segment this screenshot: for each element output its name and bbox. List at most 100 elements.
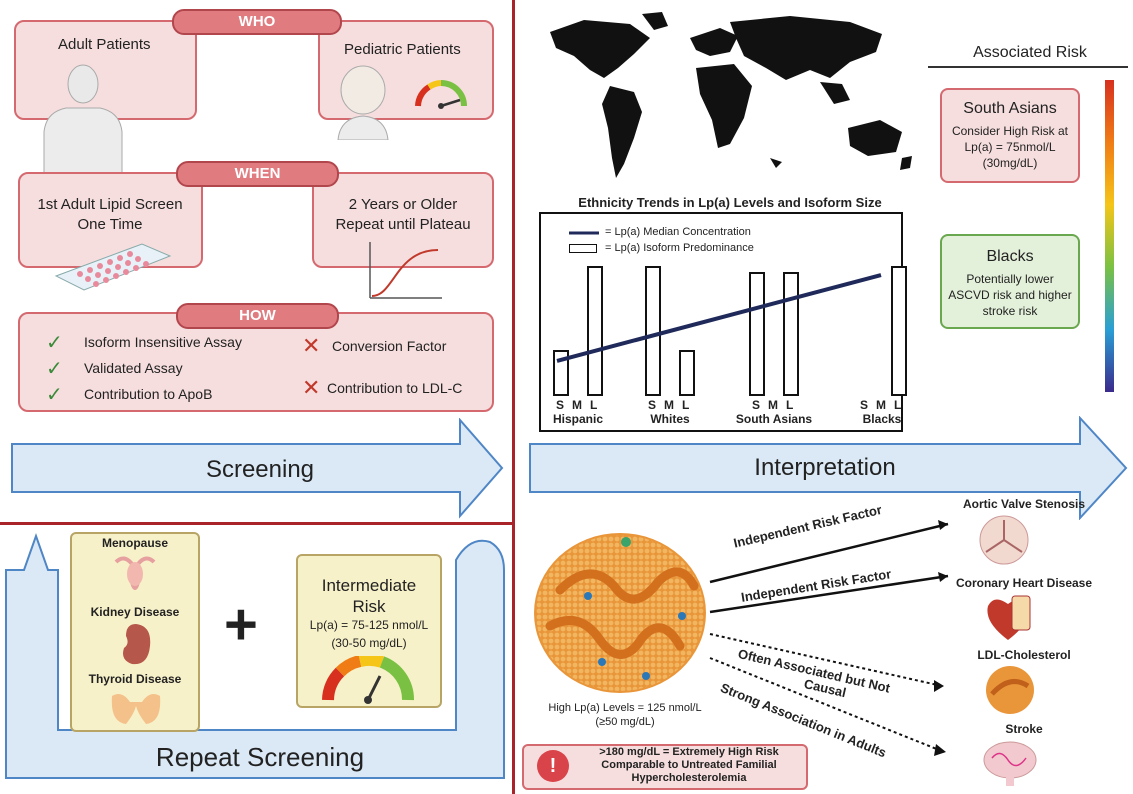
adult-patient-icon xyxy=(43,64,123,174)
repeat-loop-arrow xyxy=(5,532,505,779)
particle-label-1: High Lp(a) Levels = 125 nmol/L xyxy=(548,702,702,714)
legend-bar-label: = Lp(a) Isoform Predominance xyxy=(605,242,754,254)
warning-line2: Comparable to Untreated Familial xyxy=(601,759,777,771)
legend-bar-swatch xyxy=(569,244,597,253)
bar-whites-l xyxy=(679,350,695,396)
who-header: WHO xyxy=(172,9,342,35)
repeat-screening-label: Repeat Screening xyxy=(155,742,365,772)
brain-icon xyxy=(983,741,1037,786)
tick-label-s: S xyxy=(556,398,565,412)
south-asians-title: South Asians xyxy=(963,100,1057,117)
kidney-icon xyxy=(123,624,151,665)
growth-gauge-icon xyxy=(415,80,467,109)
check-icon: ✓ xyxy=(46,332,63,354)
intermediate-risk-box xyxy=(296,554,442,708)
ldl-particle-icon xyxy=(986,666,1034,714)
bar-blacks-l xyxy=(891,266,907,396)
bar-hispanic-l xyxy=(587,266,603,396)
outcome-aortic: Aortic Valve Stenosis xyxy=(962,497,1086,511)
association-lines xyxy=(709,520,949,756)
tick-label-m: M xyxy=(664,398,674,412)
median-concentration-line xyxy=(556,273,882,363)
south-asians-line3: (30mg/dL) xyxy=(982,156,1038,170)
how-box xyxy=(18,312,494,412)
condition-thyroid: Thyroid Disease xyxy=(88,672,182,686)
intermediate-range: Lp(a) = 75-125 nmol/L xyxy=(309,618,429,632)
tick-label-l: L xyxy=(590,398,598,412)
intermediate-title-1: Intermediate xyxy=(321,576,417,595)
when-pediatric-line1: 2 Years or Older xyxy=(348,196,458,213)
cross-icon: ✕ xyxy=(302,375,321,400)
outcome-chd: Coronary Heart Disease xyxy=(955,576,1093,590)
pediatric-patient-icon xyxy=(337,65,389,140)
tick-label-m: M xyxy=(572,398,582,412)
blacks-box xyxy=(940,234,1080,329)
bar-whites-s xyxy=(645,266,661,396)
risk-gradient-bar xyxy=(1105,80,1114,392)
check-icon: ✓ xyxy=(46,358,63,380)
tick-label-s: S xyxy=(752,398,761,412)
south-asians-box xyxy=(940,88,1080,183)
thyroid-icon xyxy=(111,694,161,724)
interpretation-arrow xyxy=(529,416,1128,520)
when-header: WHEN xyxy=(176,161,339,187)
ethnicity-chart: = Lp(a) Median Concentration = Lp(a) Iso… xyxy=(539,212,907,432)
when-adult-line1: 1st Adult Lipid Screen xyxy=(37,196,183,213)
vertical-divider xyxy=(512,0,515,794)
when-pediatric-line2: Repeat until Plateau xyxy=(335,216,471,233)
tick-label-l: L xyxy=(682,398,690,412)
blacks-line3: stroke risk xyxy=(982,304,1038,318)
heart-icon xyxy=(987,595,1031,640)
uterus-icon xyxy=(114,556,156,590)
risk-gauge-icon xyxy=(322,656,415,704)
outcome-stroke: Stroke xyxy=(1005,722,1043,736)
median-line-segment xyxy=(556,273,882,363)
particle-label-2: (≥50 mg/dL) xyxy=(595,716,655,728)
south-asians-line2: Lp(a) = 75nmol/L xyxy=(964,140,1056,154)
group-label-blacks: Blacks xyxy=(862,412,902,426)
chart-title: Ethnicity Trends in Lp(a) Levels and Iso… xyxy=(578,195,882,210)
condition-menopause: Menopause xyxy=(101,536,168,550)
south-asians-line1: Consider High Risk at xyxy=(951,124,1069,138)
blacks-title: Blacks xyxy=(986,248,1034,265)
tick-label-s: S xyxy=(648,398,657,412)
how-yes-item-2: Validated Assay xyxy=(84,360,183,376)
check-icon: ✓ xyxy=(46,384,63,406)
intermediate-mg: (30-50 mg/dL) xyxy=(331,636,407,650)
tick-label-l: L xyxy=(786,398,794,412)
warning-icon: ! xyxy=(537,750,569,782)
tick-label-l: L xyxy=(894,398,902,412)
interpretation-label: Interpretation xyxy=(754,454,896,481)
tick-label-m: M xyxy=(876,398,886,412)
aortic-valve-icon xyxy=(979,515,1029,565)
world-map-icon xyxy=(550,12,912,178)
blacks-line1: Potentially lower xyxy=(966,272,1054,286)
condition-kidney: Kidney Disease xyxy=(90,605,180,619)
how-header: HOW xyxy=(176,303,339,329)
bar-south-asians-s xyxy=(749,272,765,396)
plateau-curve-icon xyxy=(369,242,442,299)
when-adult-line2: One Time xyxy=(77,216,143,233)
warning-box xyxy=(522,744,808,790)
warning-line1: >180 mg/dL = Extremely High Risk xyxy=(599,746,779,758)
blacks-line2: ASCVD risk and higher xyxy=(948,288,1072,302)
how-yes-item-1: Isoform Insensitive Assay xyxy=(84,334,242,350)
cross-icon: ✕ xyxy=(302,333,321,358)
bar-south-asians-l xyxy=(783,272,799,396)
who-pediatric-label: Pediatric Patients xyxy=(344,41,461,58)
bar-hispanic-s xyxy=(553,350,569,396)
lab-plate-icon xyxy=(54,243,172,291)
how-no-item-1: Conversion Factor xyxy=(332,338,447,354)
associated-risk-title: Associated Risk xyxy=(973,44,1087,61)
legend-line-swatch xyxy=(569,231,599,235)
lpa-particle-icon xyxy=(534,533,706,693)
plus-icon: + xyxy=(224,592,258,657)
legend-line-label: = Lp(a) Median Concentration xyxy=(605,226,751,238)
who-adult-box xyxy=(14,20,197,120)
how-yes-item-3: Contribution to ApoB xyxy=(84,386,213,402)
warning-line3: Hypercholesterolemia xyxy=(631,772,747,784)
associated-risk-rule xyxy=(928,66,1128,68)
tick-label-m: M xyxy=(768,398,778,412)
group-label-south-asians: South Asians xyxy=(735,412,813,426)
